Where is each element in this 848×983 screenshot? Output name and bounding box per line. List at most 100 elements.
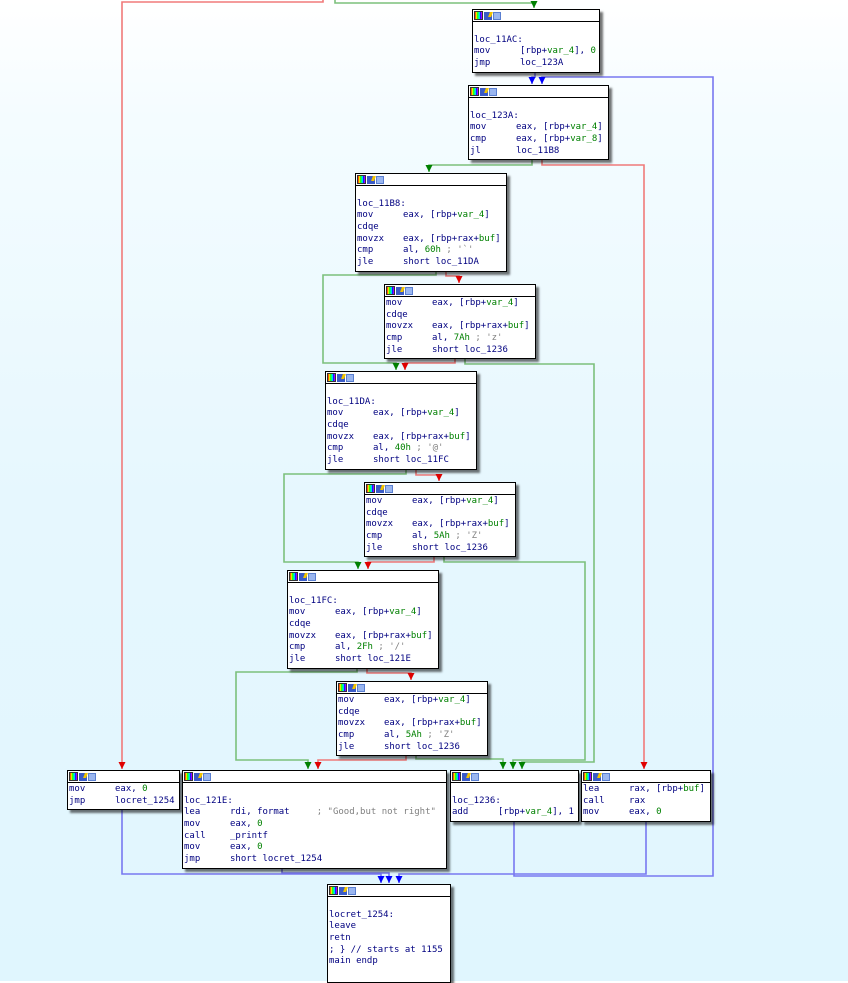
edge-11B8-to-Zlow[interactable] xyxy=(445,270,463,283)
variable-ref[interactable]: var_4 xyxy=(457,210,485,221)
graph-color-icon[interactable] xyxy=(327,373,336,382)
code-icon[interactable] xyxy=(405,286,413,295)
code-icon[interactable] xyxy=(203,772,211,781)
edge-123A-to-call[interactable] xyxy=(541,158,648,769)
code-icon[interactable] xyxy=(602,772,610,781)
graph-color-icon[interactable] xyxy=(470,87,479,96)
code-icon[interactable] xyxy=(348,886,356,895)
edit-icon[interactable] xyxy=(484,11,492,20)
variable-ref[interactable]: buf xyxy=(507,321,525,332)
instruction-line[interactable]: cdqe xyxy=(289,619,438,631)
graph-color-icon[interactable] xyxy=(69,772,78,781)
code-icon[interactable] xyxy=(357,683,365,692)
edge-1236-to-123A[interactable] xyxy=(513,76,714,877)
variable-ref[interactable]: var_4 xyxy=(547,46,575,57)
graph-color-icon[interactable] xyxy=(474,11,483,20)
code-icon[interactable] xyxy=(376,175,384,184)
edit-icon[interactable] xyxy=(593,772,601,781)
instruction-line[interactable]: mov[rbp+var_4], 0 xyxy=(474,46,599,58)
graph-color-icon[interactable] xyxy=(366,484,375,493)
variable-ref[interactable]: var_4 xyxy=(438,695,466,705)
variable-ref[interactable]: buf xyxy=(478,233,496,244)
variable-ref[interactable]: buf xyxy=(683,784,700,794)
variable-ref[interactable]: var_4 xyxy=(525,807,553,818)
block-label[interactable]: loc_121E: xyxy=(184,795,233,806)
instruction-line[interactable]: main endp xyxy=(329,956,450,968)
graph-color-icon[interactable] xyxy=(386,286,395,295)
edit-icon[interactable] xyxy=(299,572,307,581)
instruction-line[interactable]: cdqe xyxy=(327,420,476,432)
variable-ref[interactable]: var_4 xyxy=(389,607,417,618)
edit-icon[interactable] xyxy=(194,772,202,781)
edit-icon[interactable] xyxy=(367,175,375,184)
block-label[interactable]: loc_1236: xyxy=(452,795,501,806)
instruction-line[interactable]: ; } // starts at 1155 xyxy=(329,945,450,957)
block-label[interactable]: loc_11B8: xyxy=(357,198,406,209)
edit-icon[interactable] xyxy=(480,87,488,96)
graph-color-icon[interactable] xyxy=(357,175,366,184)
block-label[interactable]: loc_11FC: xyxy=(289,595,338,606)
code-icon[interactable] xyxy=(493,11,501,20)
instruction-line[interactable]: cdqe xyxy=(338,707,487,719)
instruction-line[interactable]: cdqe xyxy=(366,508,515,520)
edit-icon[interactable] xyxy=(339,886,347,895)
code-icon[interactable] xyxy=(471,772,479,781)
graph-color-icon[interactable] xyxy=(289,572,298,581)
edit-icon[interactable] xyxy=(337,373,345,382)
variable-ref[interactable]: buf xyxy=(448,431,466,442)
variable-ref[interactable]: var_4 xyxy=(486,298,514,308)
graph-color-icon[interactable] xyxy=(452,772,461,781)
instruction-line[interactable]: cdqe xyxy=(357,222,506,234)
instruction-line[interactable]: cdqe xyxy=(386,310,535,322)
graph-color-icon[interactable] xyxy=(184,772,193,781)
graph-color-icon[interactable] xyxy=(329,886,338,895)
edge-entry-to-11AC[interactable] xyxy=(334,0,538,8)
variable-ref[interactable]: var_4 xyxy=(427,408,455,419)
instruction-line[interactable]: add[rbp+var_4], 1 xyxy=(452,807,578,819)
block-label[interactable]: loc_123A: xyxy=(470,110,519,121)
block-label[interactable]: loc_11AC: xyxy=(474,34,523,45)
graph-color-icon[interactable] xyxy=(583,772,592,781)
code-icon[interactable] xyxy=(385,484,393,493)
